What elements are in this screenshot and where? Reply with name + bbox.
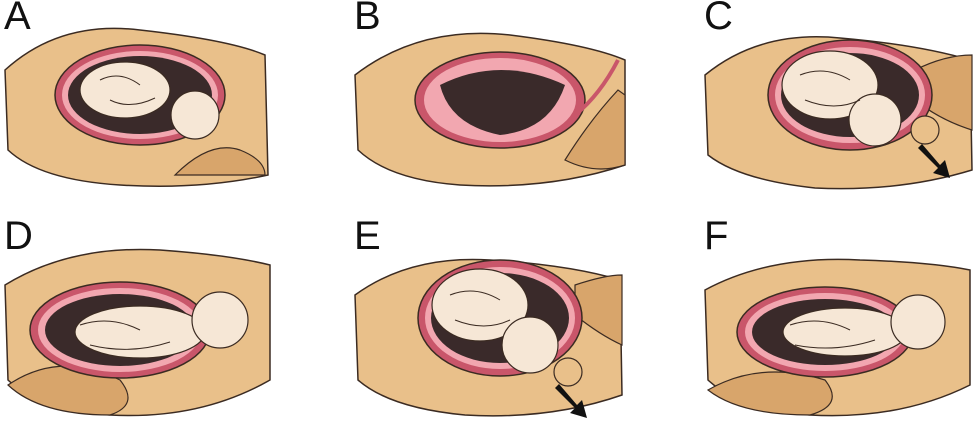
panel-label-f: F (704, 216, 728, 256)
illustration-c (700, 0, 977, 210)
illustration-e (350, 220, 640, 430)
panel-label-a: A (4, 0, 31, 36)
panel-a: A (0, 0, 290, 210)
panel-c: C (700, 0, 977, 210)
illustration-a (0, 0, 290, 210)
panel-e: E (350, 220, 640, 430)
panel-b: B (350, 0, 640, 210)
panel-d: D (0, 220, 290, 430)
panel-f: F (700, 220, 977, 430)
illustration-d (0, 220, 290, 430)
panel-label-c: C (704, 0, 733, 36)
panel-label-b: B (354, 0, 381, 36)
illustration-f (700, 220, 977, 430)
illustration-b (350, 0, 640, 210)
panel-label-d: D (4, 216, 33, 256)
panel-label-e: E (354, 216, 381, 256)
